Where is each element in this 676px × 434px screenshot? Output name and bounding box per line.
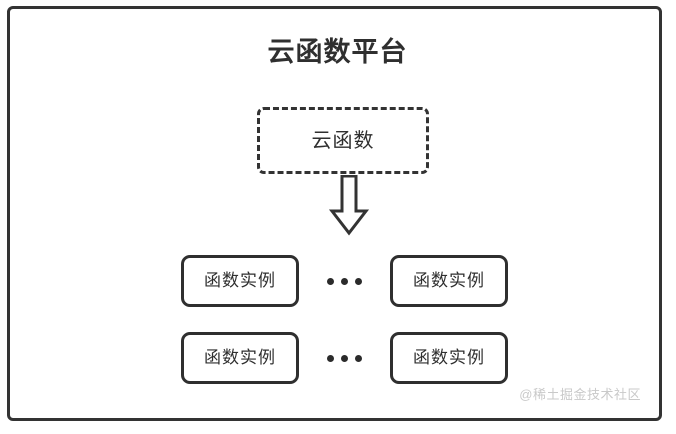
dot-3 bbox=[355, 354, 362, 362]
function-instance-box: 函数实例 bbox=[390, 332, 508, 384]
function-instance-box: 函数实例 bbox=[390, 255, 508, 307]
instance-row-2: 函数实例 函数实例 bbox=[17, 332, 672, 384]
function-instance-label: 函数实例 bbox=[413, 348, 485, 367]
cloud-function-node: 云函数 bbox=[257, 107, 429, 174]
function-instance-box: 函数实例 bbox=[181, 332, 299, 384]
ellipsis-dots-icon bbox=[299, 354, 390, 362]
dot-1 bbox=[327, 354, 334, 362]
down-block-arrow-icon bbox=[325, 174, 373, 237]
cloud-function-platform-container: 云函数平台 云函数 函数实例 函数实例 函数实例 bbox=[7, 6, 662, 421]
instance-row-1: 函数实例 函数实例 bbox=[17, 255, 672, 307]
dot-2 bbox=[341, 354, 348, 362]
dot-1 bbox=[327, 277, 334, 285]
function-instance-label: 函数实例 bbox=[204, 348, 276, 367]
dot-2 bbox=[341, 277, 348, 285]
watermark: @稀土掘金技术社区 bbox=[519, 387, 641, 402]
function-instance-label: 函数实例 bbox=[204, 271, 276, 290]
cloud-function-node-label: 云函数 bbox=[311, 129, 375, 152]
platform-title: 云函数平台 bbox=[267, 37, 408, 67]
function-instance-box: 函数实例 bbox=[181, 255, 299, 307]
ellipsis-dots-icon bbox=[299, 277, 390, 285]
function-instance-label: 函数实例 bbox=[413, 271, 485, 290]
dot-3 bbox=[355, 277, 362, 285]
